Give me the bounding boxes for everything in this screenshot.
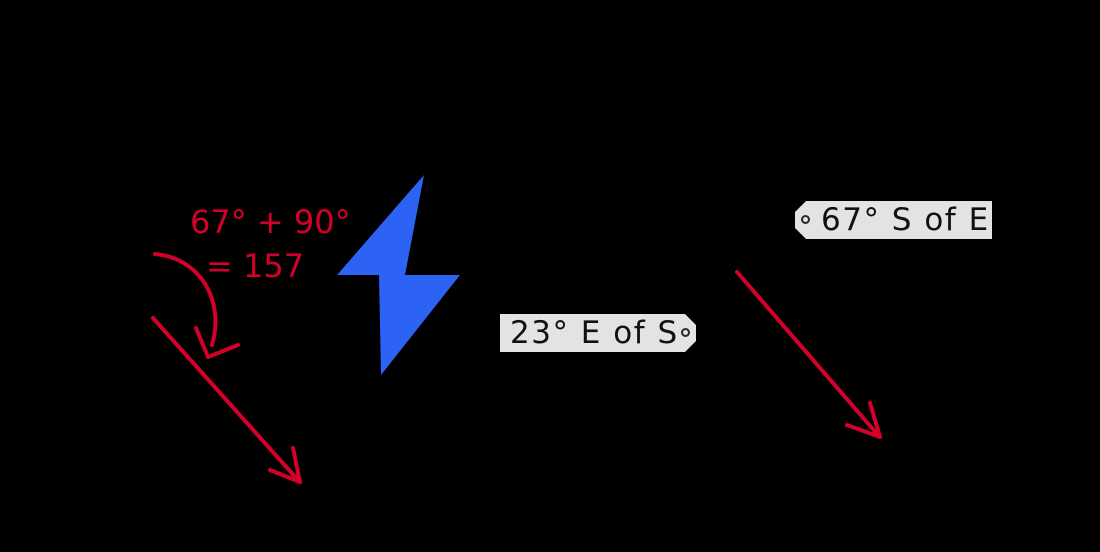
red-angle-arc-head-a bbox=[194, 326, 210, 359]
label-bearing-east[interactable]: 67° S of E bbox=[795, 201, 992, 239]
red-angle-arc-head-b bbox=[206, 343, 240, 359]
blue-vector-bolt bbox=[337, 175, 460, 375]
red-arrow-right-head-a bbox=[845, 423, 882, 439]
label-handle-icon[interactable] bbox=[801, 215, 810, 224]
red-angle-arc-path bbox=[153, 252, 218, 347]
label-handle-icon[interactable] bbox=[681, 328, 690, 337]
angle-sum-line-1: 67° + 90° bbox=[190, 203, 351, 241]
label-bearing-south[interactable]: 23° E of S bbox=[500, 314, 696, 352]
label-bearing-east-text: 67° S of E bbox=[821, 202, 990, 238]
red-arrow-right bbox=[735, 270, 882, 439]
red-arrow-left bbox=[151, 316, 302, 484]
red-angle-arc bbox=[153, 252, 240, 359]
red-arrow-left-shaft bbox=[151, 316, 300, 482]
red-arrow-left-head-a bbox=[268, 468, 302, 484]
label-bearing-south-text: 23° E of S bbox=[510, 315, 679, 351]
red-arrow-left-head-b bbox=[291, 446, 302, 484]
blue-triangle-upper bbox=[337, 175, 424, 275]
red-arrow-right-head-b bbox=[868, 401, 882, 439]
blue-triangle-lower bbox=[379, 275, 460, 375]
angle-sum-line-2: = 157 bbox=[206, 247, 305, 285]
red-arrow-right-shaft bbox=[735, 270, 880, 437]
